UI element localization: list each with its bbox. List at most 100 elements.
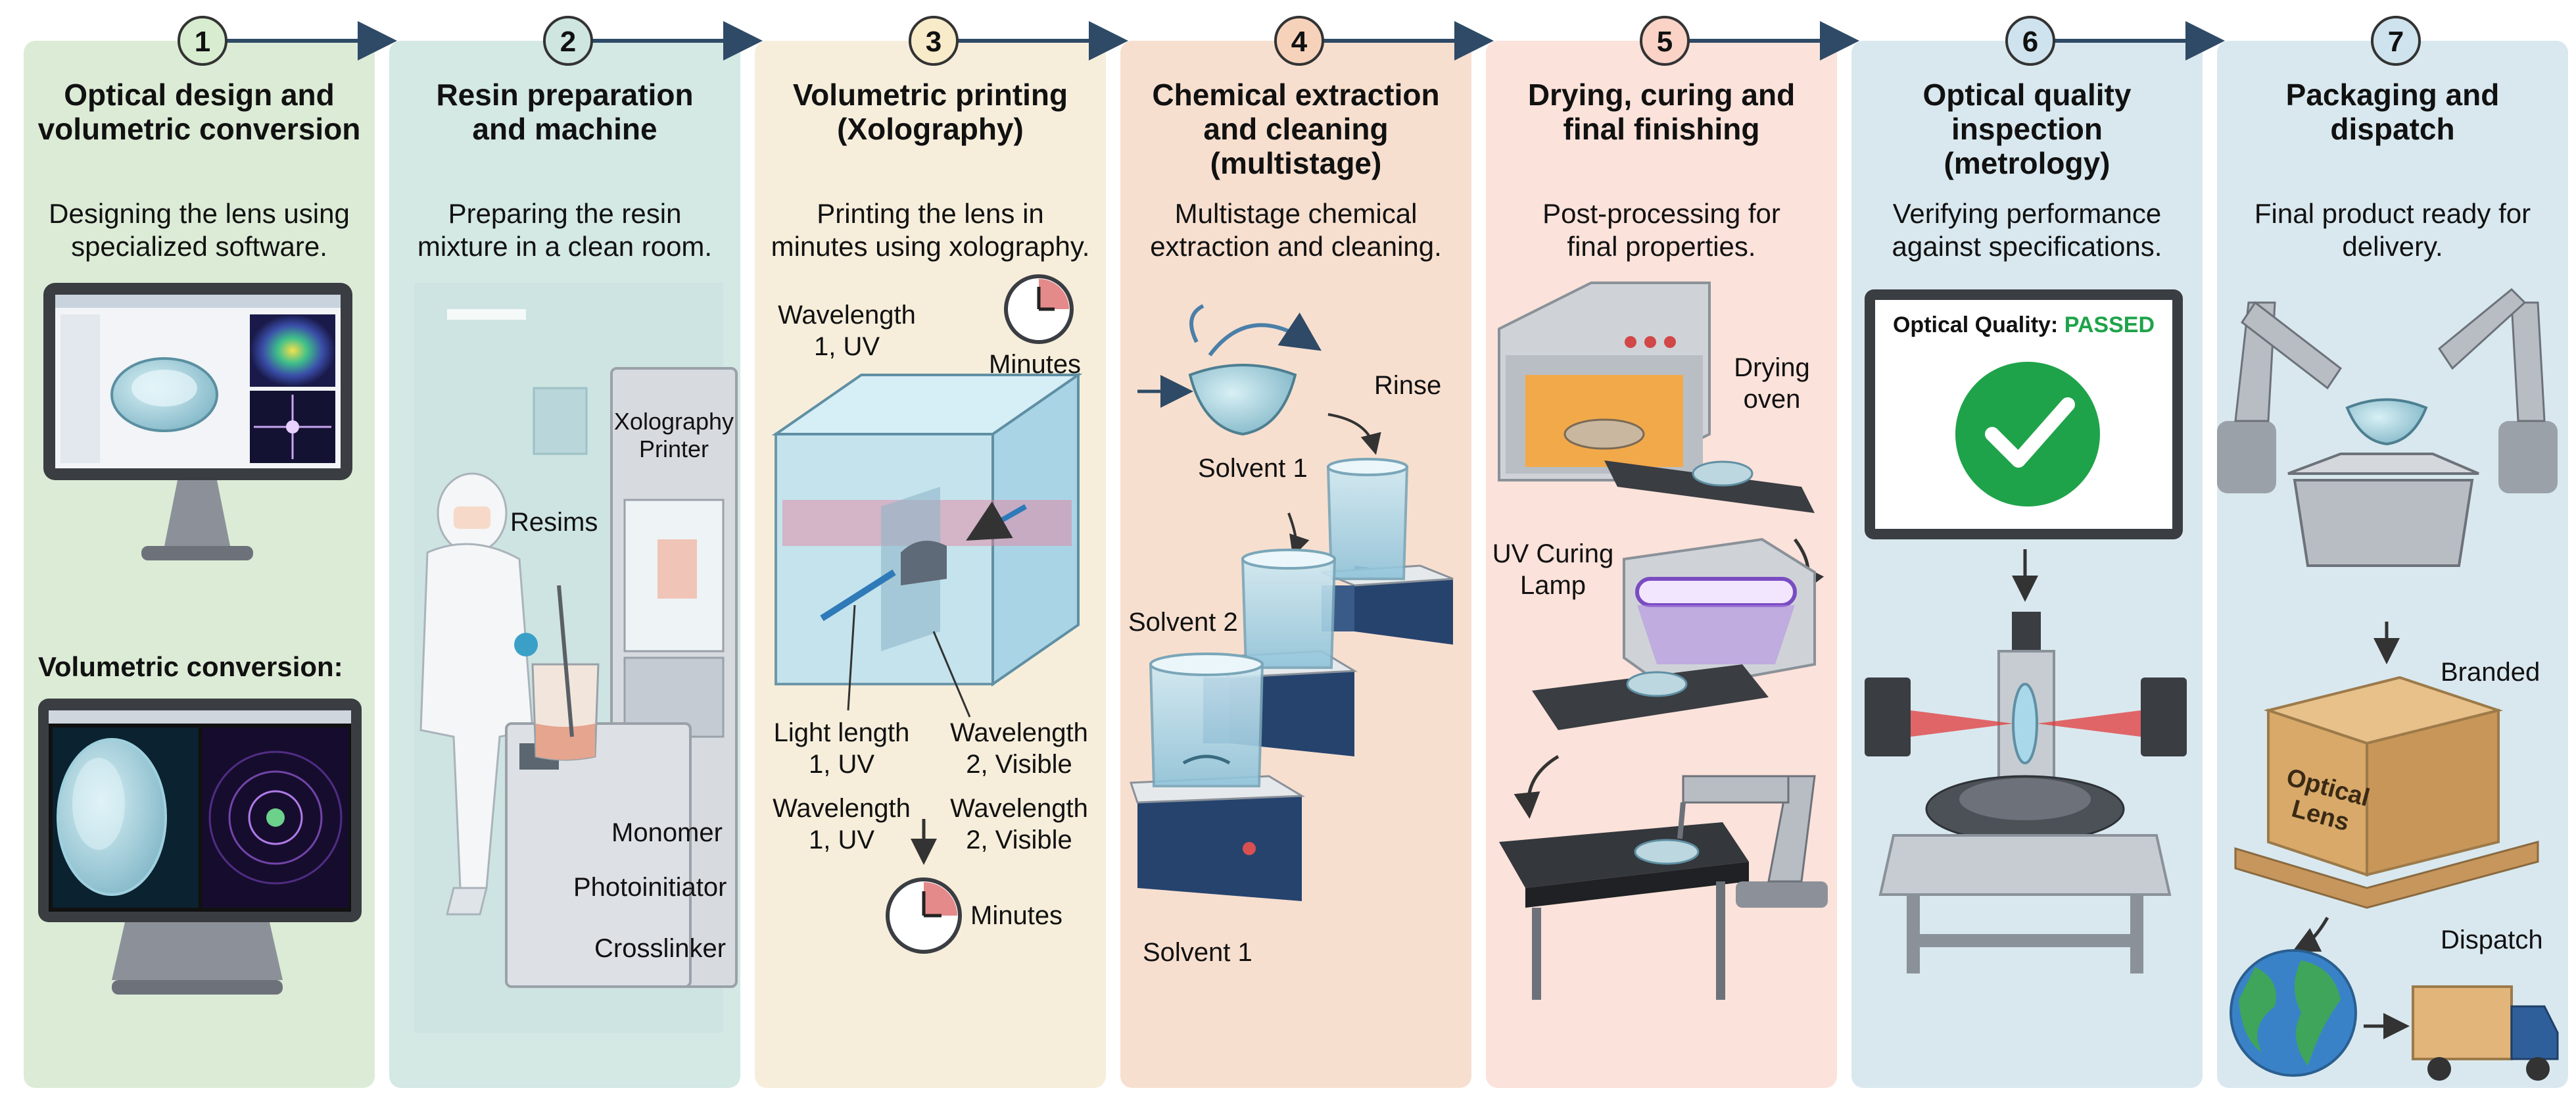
quality-status-line: Optical Quality: PASSED [1875, 309, 2172, 341]
step-2-description-line: Preparing the resin [448, 198, 682, 229]
step-7-description-line: delivery. [2342, 231, 2443, 262]
wavelength-visible-1-line: 2, Visible [966, 750, 1072, 779]
laser-inspection-icon [1865, 612, 2187, 973]
step-4-text: Chemical extraction and cleaning (multis… [1120, 0, 1471, 1109]
step-2-number: 2 [560, 26, 576, 58]
wavelength-uv-bottom-line: 1, UV [808, 826, 875, 854]
robot-arm-icon [2437, 287, 2558, 493]
stirrer-station-3-icon [1321, 458, 1454, 645]
step-6-number-badge [2005, 16, 2055, 66]
clock-icon [1004, 274, 1074, 344]
wavelength-visible-1-label: Wavelength 2, Visible [934, 717, 1105, 780]
step-1-number-badge [178, 16, 227, 66]
checkmark-icon [1955, 362, 2100, 506]
down-arrow-icon [2292, 916, 2329, 952]
step-6-description-line: Verifying performance [1892, 198, 2162, 229]
wavelength-visible-2-line: 2, Visible [966, 826, 1072, 854]
lens-icon [2345, 398, 2428, 446]
wavelength-visible-1-line: Wavelength [950, 718, 1088, 747]
step-4-title-line: Chemical extraction [1152, 78, 1440, 112]
wavelength-uv-top-line: Wavelength [778, 301, 916, 330]
dispatch-label: Dispatch [2441, 925, 2543, 954]
step-number-circles: 1 2 3 4 5 6 7 [178, 16, 2421, 66]
light-length-line: 1, UV [808, 750, 875, 779]
truck-icon [2412, 985, 2559, 1081]
step-7-text: Packaging and dispatch Final product rea… [2217, 0, 2568, 1109]
finishing-conveyor-icon [1499, 822, 1749, 1000]
step-2-title: Resin preparation and machine [389, 78, 740, 146]
step-6-description: Verifying performance against specificat… [1851, 197, 2203, 263]
drying-oven-line: oven [1743, 385, 1801, 414]
transfer-arrows [1287, 413, 1381, 557]
step-6-title-line: (metrology) [1944, 146, 2111, 180]
step-7-number: 7 [2388, 26, 2404, 58]
down-arrow-icon [1514, 754, 1560, 819]
step-5-description-line: Post-processing for [1542, 198, 1780, 229]
branded-label: Branded [2441, 658, 2540, 687]
rinse-label: Rinse [1374, 371, 1442, 400]
tray-icon [2287, 453, 2479, 567]
step-1-description-line: Designing the lens using [49, 198, 350, 229]
uv-curing-lamp-label: UV Curing Lamp [1487, 538, 1619, 601]
volumetric-conversion-label: Volumetric conversion: [38, 651, 343, 682]
step-7-number-badge [2371, 16, 2421, 66]
step-5-title-line: Drying, curing and [1527, 78, 1796, 112]
step-4-title-line: and cleaning [1203, 112, 1389, 146]
box-icon [2234, 676, 2539, 909]
step-4-number-badge [1274, 16, 1324, 66]
light-length-line: Light length [773, 718, 910, 747]
step-7-title: Packaging and dispatch [2217, 78, 2568, 146]
drying-oven-line: Drying [1734, 353, 1810, 382]
uv-curing-lamp-line: UV Curing [1492, 539, 1614, 568]
crosslinker-label: Crosslinker [594, 934, 727, 963]
step-2-number-badge [543, 16, 593, 66]
quality-prefix: Optical Quality: [1892, 312, 2064, 337]
step-4-description-line: extraction and cleaning. [1150, 231, 1442, 262]
lens-icon [1188, 364, 1297, 436]
wavelength-visible-2-label: Wavelength 2, Visible [934, 793, 1105, 856]
monomer-label: Monomer [611, 818, 723, 847]
step-2-title-line: and machine [472, 112, 657, 146]
label-pointer-lines [847, 604, 971, 718]
step-7-description: Final product ready for delivery. [2217, 197, 2568, 263]
uv-curing-lamp-icon [1532, 537, 1816, 730]
step-5-description-line: final properties. [1567, 231, 1756, 262]
robot-arm-icon [2217, 301, 2343, 493]
conversion-monitor-icon [38, 699, 362, 995]
step-1-title-line: volumetric conversion [37, 112, 361, 146]
solvent-1-top-label: Solvent 1 [1198, 454, 1308, 483]
step-7-description-line: Final product ready for [2254, 198, 2531, 229]
step-2-description-line: mixture in a clean room. [417, 231, 713, 262]
solvent-2-label: Solvent 2 [1128, 608, 1238, 637]
resin-vat-icon [771, 372, 1083, 687]
step-5-number-badge [1640, 16, 1690, 66]
step-5-title: Drying, curing and final finishing [1486, 78, 1837, 146]
step-3-title-line: (Xolography) [837, 112, 1024, 146]
globe-icon [2230, 949, 2357, 1077]
step-3-description-line: minutes using xolography. [771, 231, 1090, 262]
robot-arm-icon [1677, 775, 1828, 908]
printer-label-line: Xolography [613, 408, 734, 435]
step-6-description-line: against specifications. [1892, 231, 2162, 262]
step-1-description-line: specialized software. [71, 231, 327, 262]
resin-beaker-icon [505, 585, 692, 988]
cleanroom-worker-icon [419, 472, 538, 916]
resins-label: Resims [510, 508, 598, 537]
step-7-title-line: dispatch [2330, 112, 2455, 146]
step-6-title: Optical quality inspection (metrology) [1851, 78, 2203, 180]
cycle-arrows-icon [1189, 304, 1322, 357]
step-4-title-line: (multistage) [1210, 146, 1382, 180]
step-5-title-line: final finishing [1563, 112, 1760, 146]
step-6-text: Optical quality inspection (metrology) V… [1851, 0, 2203, 1109]
step-3-number-badge [909, 16, 959, 66]
printer-label: Xolography Printer [613, 408, 735, 463]
clock-icon [886, 877, 962, 954]
step-6-number: 6 [2022, 26, 2038, 58]
wavelength-visible-2-line: Wavelength [950, 794, 1088, 823]
wavelength-uv-top-line: 1, UV [813, 332, 880, 361]
step-5-number: 5 [1657, 26, 1673, 58]
drying-oven-icon [1498, 282, 1815, 513]
printer-label-line: Printer [638, 435, 709, 462]
step-2-title-line: Resin preparation [436, 78, 694, 112]
